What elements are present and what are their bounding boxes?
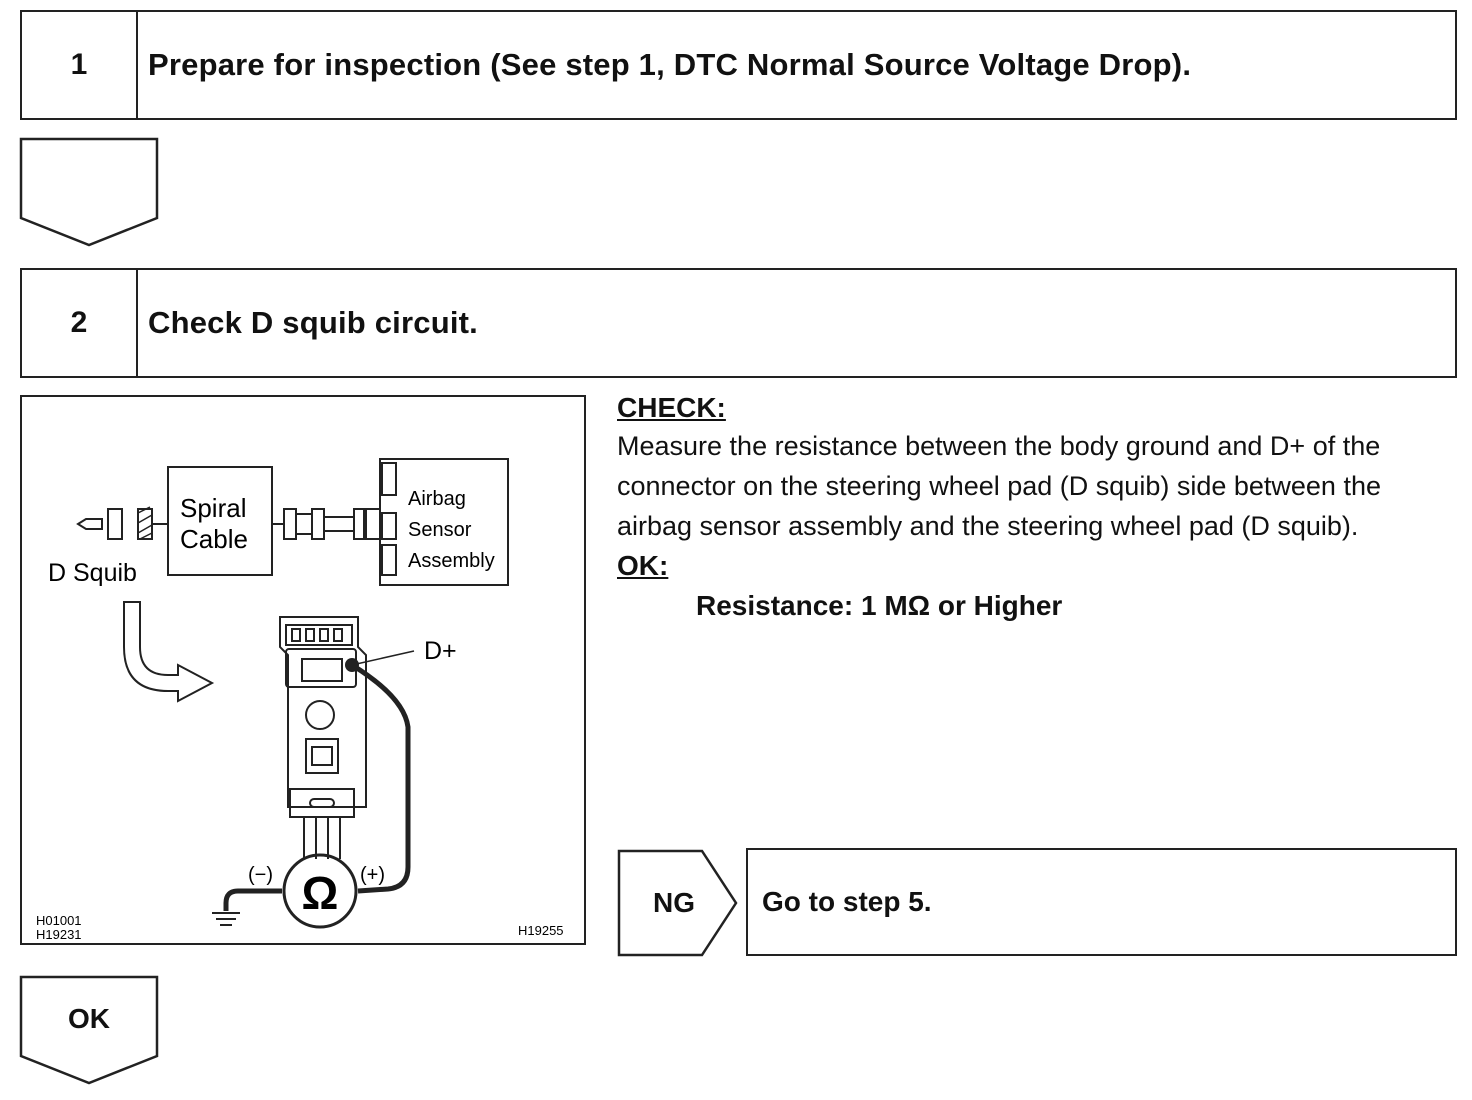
ok-flow-arrow bbox=[19, 975, 159, 1085]
flow-arrow-1 bbox=[19, 137, 159, 247]
ng-arrow bbox=[617, 849, 738, 957]
step-2-title: Check D squib circuit. bbox=[148, 305, 478, 340]
ok-arrow-label: OK bbox=[68, 1003, 110, 1034]
figure-code-left-1: H01001 bbox=[36, 913, 82, 928]
bent-arrow-icon bbox=[123, 601, 215, 703]
step-1-title: Prepare for inspection (See step 1, DTC … bbox=[148, 47, 1192, 82]
spiral-cable-label-1: Spiral bbox=[180, 493, 246, 523]
d-squib-label: D Squib bbox=[48, 559, 137, 587]
figure-code-right: H19255 bbox=[518, 923, 564, 938]
check-body: Measure the resistance between the body … bbox=[617, 431, 1381, 541]
airbag-label-3: Assembly bbox=[408, 550, 495, 572]
ok-heading: OK: bbox=[617, 550, 669, 581]
ng-action-text: Go to step 5. bbox=[762, 886, 932, 917]
spiral-cable-label-2: Cable bbox=[180, 524, 248, 554]
probe-wire-minus bbox=[223, 888, 282, 911]
probe-wire-plus bbox=[350, 662, 411, 894]
ok-spec: Resistance: 1 MΩ or Higher bbox=[696, 590, 1063, 621]
airbag-label-1: Airbag bbox=[408, 488, 466, 510]
d-plus-terminal bbox=[345, 658, 359, 672]
check-heading: CHECK: bbox=[617, 392, 726, 423]
circuit-illustration: Spiral Cable Airbag Sensor Assembly D Sq… bbox=[20, 395, 586, 945]
d-squib-connector-icon bbox=[76, 518, 103, 530]
airbag-label-2: Sensor bbox=[408, 519, 472, 541]
step-1-number: 1 bbox=[22, 12, 138, 118]
figure-code-left-2: H19231 bbox=[36, 927, 82, 942]
ohm-symbol: Ω bbox=[302, 867, 339, 919]
ng-label: NG bbox=[653, 887, 695, 918]
spiral-cable-box bbox=[167, 466, 273, 576]
circuit-diagram-svg: Spiral Cable Airbag Sensor Assembly D Sq… bbox=[36, 458, 564, 942]
step-2-header: 2 Check D squib circuit. bbox=[20, 268, 1457, 378]
d-plus-label: D+ bbox=[424, 637, 457, 665]
ohmmeter-icon bbox=[282, 853, 358, 929]
ng-action-box: Go to step 5. bbox=[746, 848, 1457, 956]
minus-label: (−) bbox=[248, 864, 273, 886]
airbag-sensor-box bbox=[379, 458, 509, 586]
step-2-number: 2 bbox=[22, 270, 138, 376]
plus-label: (+) bbox=[360, 864, 385, 886]
step-1-header: 1 Prepare for inspection (See step 1, DT… bbox=[20, 10, 1457, 120]
